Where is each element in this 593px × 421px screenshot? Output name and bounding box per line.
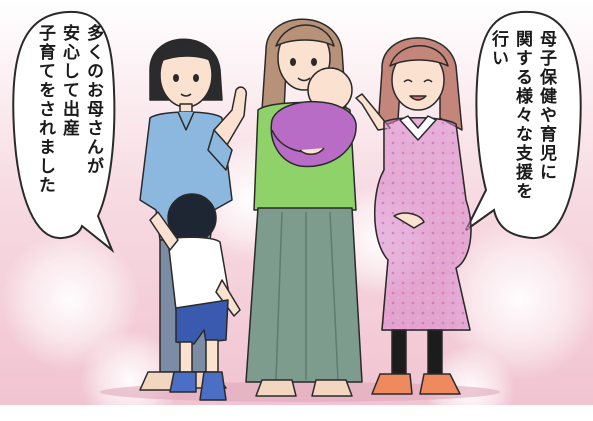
- speech-line: 多くのお母さんが: [83, 24, 103, 176]
- speech-line: 行い: [488, 30, 508, 68]
- pregnant-woman-pink-dress: [355, 37, 472, 395]
- speech-text-right: 母子保健や育児に 関する様々な支援を 行い: [486, 30, 558, 230]
- woman-holding-baby: [245, 18, 363, 397]
- speech-line: 安心して出産: [59, 24, 79, 138]
- boy-white-shirt: [149, 193, 241, 401]
- speech-line: 母子保健や育児に: [536, 30, 556, 182]
- speech-line: 関する様々な支援を: [512, 30, 532, 201]
- speech-bubble-left: [12, 10, 116, 254]
- speech-text-left: 多くのお母さんが 安心して出産 子育てをされました: [33, 24, 105, 224]
- speech-line: 子育てをされました: [35, 24, 55, 195]
- speech-bubble-right: [465, 10, 582, 240]
